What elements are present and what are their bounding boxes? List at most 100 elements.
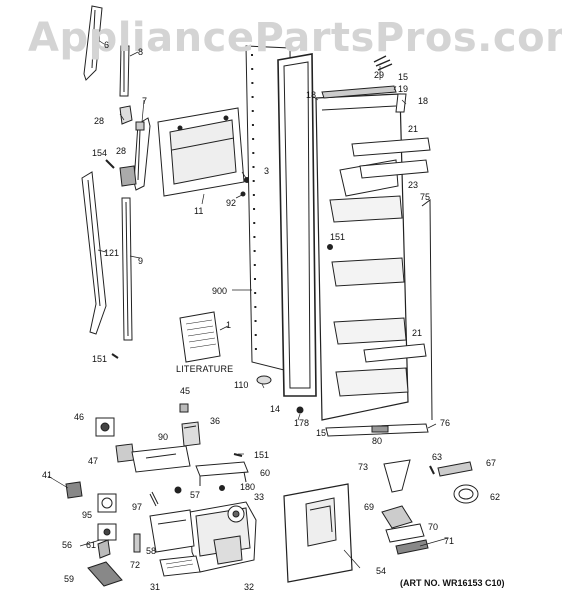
part-19-clip <box>395 93 407 113</box>
callout-151-liner: 151 <box>330 232 346 242</box>
callout-54: 54 <box>376 566 387 576</box>
callout-1: 1 <box>226 320 232 330</box>
callout-21-upper: 21 <box>408 124 419 134</box>
callout-180: 180 <box>240 482 256 492</box>
callout-58: 58 <box>146 546 157 556</box>
callout-63: 63 <box>432 452 443 462</box>
callout-32: 32 <box>244 582 255 592</box>
part-121-strip <box>81 171 107 335</box>
part-45-clip <box>179 403 189 413</box>
part-31-drip-tray <box>159 555 201 577</box>
callout-92: 92 <box>226 198 237 208</box>
callout-60: 60 <box>260 468 271 478</box>
callout-71: 71 <box>444 536 455 546</box>
part-21-upper-bars <box>351 137 431 179</box>
leader-lines <box>47 39 449 569</box>
part-151-screw-b <box>111 353 119 359</box>
part-21-lower-bar <box>363 343 427 363</box>
part-69-lever <box>381 505 413 529</box>
callout-6: 6 <box>104 40 110 50</box>
part-7-handle <box>133 117 151 191</box>
part-58-housing <box>149 509 195 553</box>
callout-61: 61 <box>86 540 97 550</box>
part-33-dispenser-housing <box>189 501 257 573</box>
callout-72: 72 <box>130 560 141 570</box>
callout-154: 154 <box>92 148 108 158</box>
part-28b-block <box>119 165 137 187</box>
part-151-screw-c <box>233 453 243 457</box>
part-59-pad <box>87 561 123 587</box>
callout-97: 97 <box>132 502 143 512</box>
callout-8: 8 <box>138 47 144 57</box>
part-70-housing <box>385 523 425 543</box>
callout-23: 23 <box>408 180 419 190</box>
callout-21-lower: 21 <box>412 328 423 338</box>
part-1-literature <box>179 311 221 363</box>
part-15-upper-rail <box>321 85 397 99</box>
callout-47: 47 <box>88 456 99 466</box>
callout-69: 69 <box>364 502 375 512</box>
callout-62: 62 <box>490 492 501 502</box>
callout-75: 75 <box>420 192 431 202</box>
callout-46: 46 <box>74 412 85 422</box>
literature-label: LITERATURE <box>176 364 234 374</box>
callout-14: 14 <box>270 404 281 414</box>
callout-57: 57 <box>190 490 201 500</box>
callout-73: 73 <box>358 462 369 472</box>
part-15-lower-rail <box>325 423 429 437</box>
callout-76: 76 <box>440 418 451 428</box>
callout-90: 90 <box>158 432 169 442</box>
callout-67: 67 <box>486 458 497 468</box>
callout-15-upper: 15 <box>398 72 409 82</box>
part-8-strip <box>119 45 130 97</box>
callout-18-right: 18 <box>418 96 429 106</box>
callout-151-left: 151 <box>92 354 108 364</box>
callout-36: 36 <box>210 416 221 426</box>
part-180-screw <box>219 485 225 491</box>
callout-33: 33 <box>254 492 265 502</box>
part-56-switch <box>97 523 117 541</box>
callout-41: 41 <box>42 470 53 480</box>
part-6-strip <box>83 5 103 81</box>
part-95-motor <box>97 493 117 513</box>
callout-59: 59 <box>64 574 75 584</box>
part-57-screw <box>174 486 182 494</box>
part-47-actuator <box>115 443 135 463</box>
callout-70: 70 <box>428 522 439 532</box>
part-73-chute <box>383 459 411 493</box>
part-67-bracket <box>437 461 473 477</box>
callout-80: 80 <box>372 436 383 446</box>
part-71-pad <box>395 539 429 555</box>
callout-110: 110 <box>234 380 249 390</box>
part-14-gasket <box>277 53 317 397</box>
callout-900: 900 <box>212 286 228 296</box>
part-90-bezel <box>131 445 191 473</box>
callout-28-upper: 28 <box>94 116 105 126</box>
part-36-bracket <box>181 421 201 447</box>
callout-45: 45 <box>180 386 191 396</box>
callout-95: 95 <box>82 510 93 520</box>
callout-3: 3 <box>264 166 270 176</box>
callout-7: 7 <box>142 96 148 106</box>
callout-18-left: 18 <box>306 90 317 100</box>
part-154-screw <box>105 159 115 169</box>
part-151-screw-a <box>327 244 333 250</box>
part-46-switch <box>95 417 115 437</box>
part-54-chute-cover <box>283 483 353 583</box>
part-9-strip <box>121 197 133 341</box>
callout-29: 29 <box>374 70 385 80</box>
part-61-valve <box>97 539 111 559</box>
part-11-dispenser-panel <box>157 107 245 197</box>
part-60-handle <box>195 461 249 486</box>
part-75-wire <box>421 199 433 421</box>
callout-178: 178 <box>294 418 310 428</box>
part-72-tube <box>133 533 141 553</box>
callout-15-lower: 15 <box>316 428 327 438</box>
callout-151-dispenser: 151 <box>254 450 270 460</box>
callout-31: 31 <box>150 582 161 592</box>
callout-56: 56 <box>62 540 73 550</box>
callout-11: 11 <box>194 206 204 216</box>
art-number: (ART NO. WR16153 C10) <box>400 578 505 588</box>
part-41-bracket <box>65 481 83 499</box>
